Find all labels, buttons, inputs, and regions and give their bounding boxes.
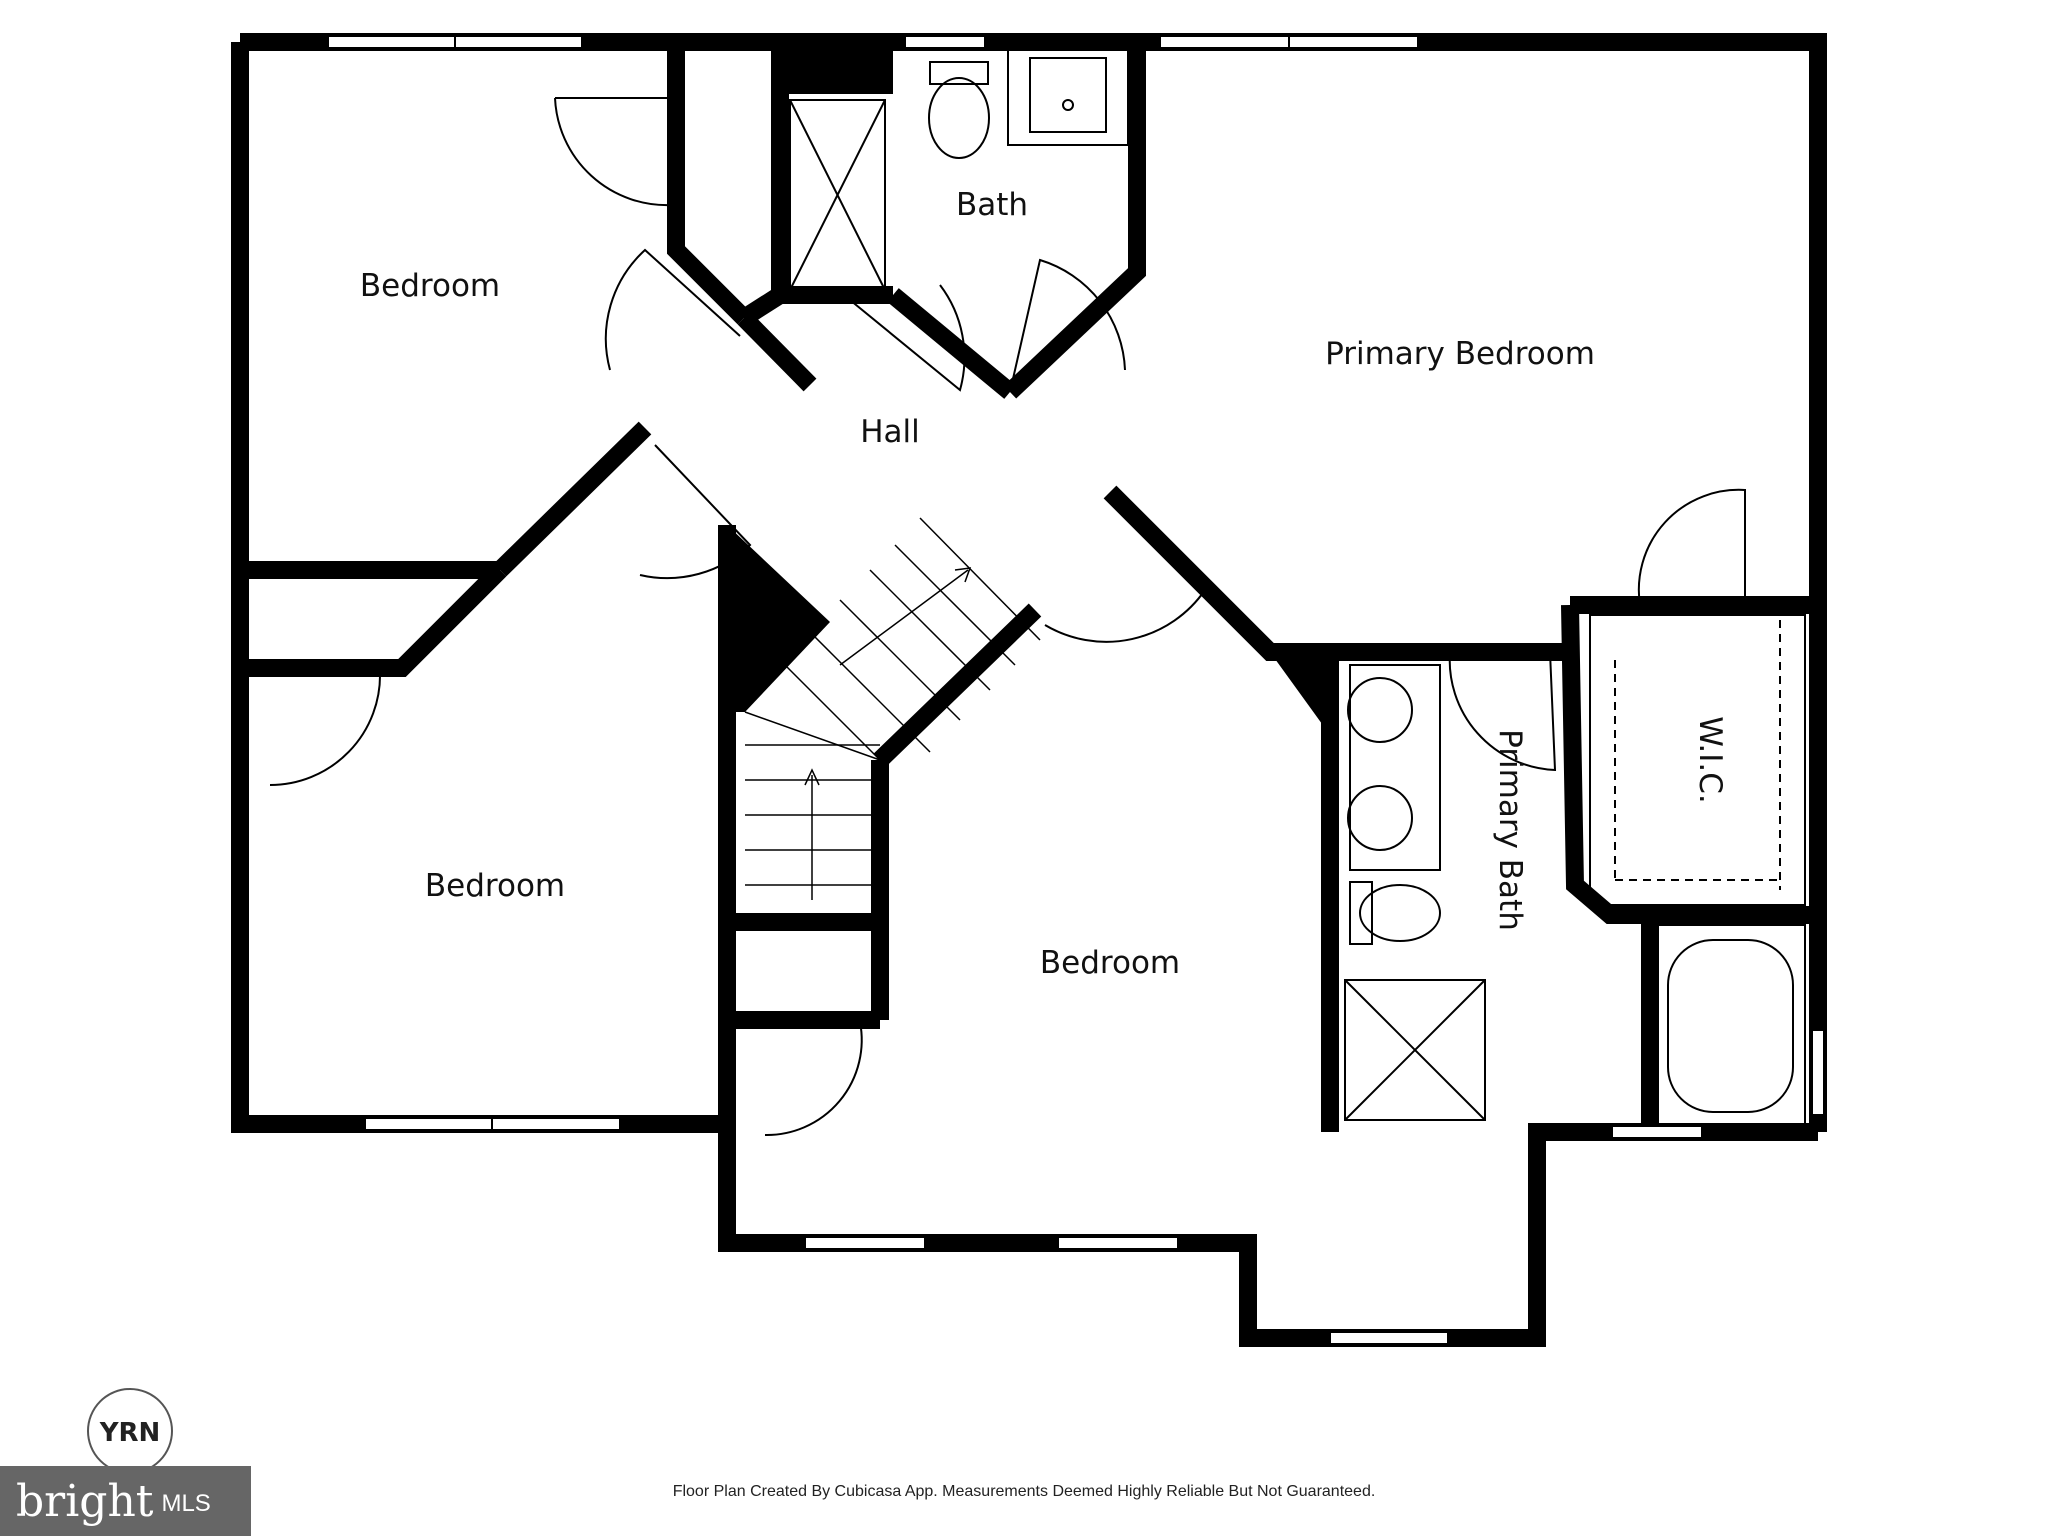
wall-fills [727, 42, 1330, 735]
room-label-primary-bath: Primary Bath [1492, 729, 1528, 931]
windows [327, 35, 1825, 1345]
room-label-bath: Bath [956, 187, 1028, 223]
room-label-wic: W.I.C. [1692, 716, 1728, 803]
room-label-hall: Hall [860, 414, 920, 450]
doors [269, 97, 1746, 1137]
stairs [744, 517, 1041, 900]
plan-disclaimer: Floor Plan Created By Cubicasa App. Meas… [672, 1483, 1376, 1500]
photographer-seal-logo: YRN [87, 1388, 173, 1474]
room-label-bedroom-nw: Bedroom [360, 268, 500, 304]
bright-mls-logo: bright MLS [0, 1466, 251, 1536]
fixtures [789, 49, 1806, 1126]
walls [231, 33, 1827, 1347]
svg-text:YRN: YRN [99, 1418, 161, 1448]
room-label-bedroom-w: Bedroom [425, 868, 565, 904]
mls-wordmark: MLS [161, 1490, 211, 1517]
room-label-bedroom-s: Bedroom [1040, 945, 1180, 981]
room-label-primary-bedroom: Primary Bedroom [1325, 336, 1595, 372]
bright-wordmark: bright [16, 1475, 154, 1527]
